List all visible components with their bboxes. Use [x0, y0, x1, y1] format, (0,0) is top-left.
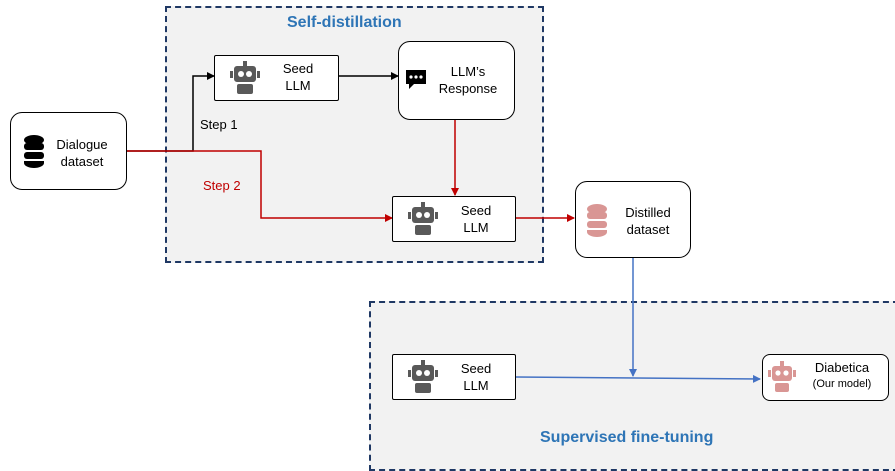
distilled-dataset-label: Distilled dataset	[625, 205, 671, 237]
step2-arrow	[127, 150, 393, 222]
distilled-dataset-node	[575, 181, 691, 258]
seed-to-diabetica-arrow	[515, 374, 761, 383]
llm-response-label: LLM’s Response	[438, 64, 498, 96]
flow-connectors	[127, 72, 761, 383]
seed-llm-mid-label: Seed LLM	[460, 203, 492, 235]
chat-bubble-icon	[406, 70, 426, 89]
diabetica-label: Diabetica (Our model)	[812, 360, 872, 390]
step1-label: Step 1	[200, 117, 238, 132]
robot-icon	[768, 361, 796, 392]
robot-icon	[408, 360, 438, 393]
database-icon	[24, 135, 44, 168]
dialogue-dataset-label: Dialogue dataset	[56, 137, 108, 169]
step2-label: Step 2	[203, 178, 241, 193]
seed-llm-bottom-node	[392, 354, 516, 400]
robot-icon	[230, 61, 260, 94]
seed-llm-bottom-label: Seed LLM	[460, 361, 492, 393]
supervised-fine-tuning-title: Supervised fine-tuning	[540, 429, 714, 446]
self-distillation-title: Self-distillation	[287, 14, 402, 31]
step1-arrow	[127, 72, 215, 152]
seed-llm-top-label: Seed LLM	[282, 61, 314, 93]
robot-icon	[408, 202, 438, 235]
dialogue-dataset-node	[10, 112, 127, 190]
database-icon	[587, 204, 607, 237]
